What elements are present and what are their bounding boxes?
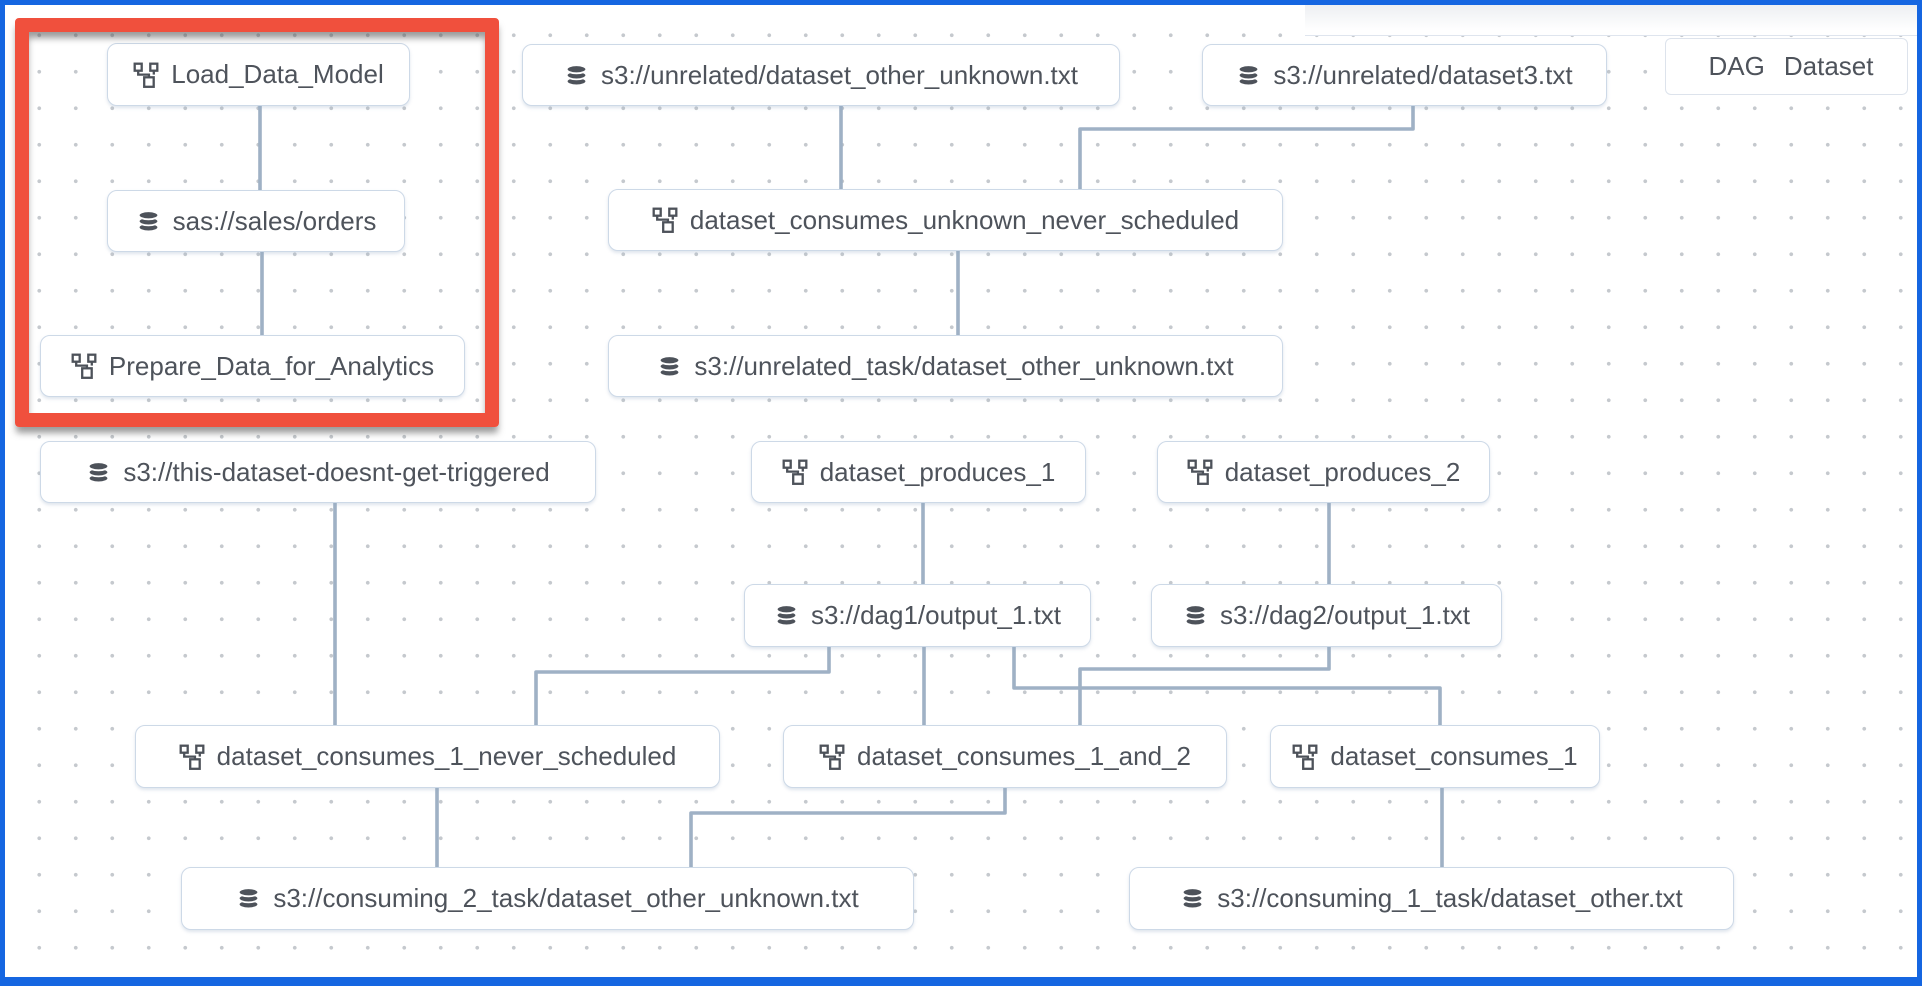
dag-icon xyxy=(1187,459,1213,485)
dataset-icon xyxy=(1180,886,1205,911)
legend-dataset-label: Dataset xyxy=(1783,51,1874,81)
node-label: dataset_consumes_1_and_2 xyxy=(857,741,1191,771)
dataset-icon xyxy=(564,63,589,88)
node-label: s3://this-dataset-doesnt-get-triggered xyxy=(123,456,550,487)
edge-dataset-consumes-1-and-2--s3-consuming-2-task-dataset-other-unknown xyxy=(689,788,1007,867)
node-s3-dag2-output-1[interactable]: s3://dag2/output_1.txt xyxy=(1151,584,1502,647)
node-label: s3://unrelated/dataset3.txt xyxy=(1273,59,1573,90)
node-load-data-model[interactable]: Load_Data_Model xyxy=(107,43,410,106)
node-sas-sales-orders[interactable]: sas://sales/orders xyxy=(107,190,405,252)
node-dataset-consumes-1[interactable]: dataset_consumes_1 xyxy=(1270,725,1600,788)
node-dataset-consumes-1-never-scheduled[interactable]: dataset_consumes_1_never_scheduled xyxy=(135,725,720,788)
node-label: dataset_produces_2 xyxy=(1224,456,1461,487)
dag-icon xyxy=(1292,744,1318,770)
node-dataset-consumes-1-and-2[interactable]: dataset_consumes_1_and_2 xyxy=(783,725,1227,788)
node-label: s3://consuming_2_task/dataset_other_unkn… xyxy=(273,883,859,913)
legend-dataset: Dataset xyxy=(1775,51,1874,82)
node-s3-consuming-1-task-dataset-other[interactable]: s3://consuming_1_task/dataset_other.txt xyxy=(1129,867,1734,930)
edge-s3-dag1-output-1--dataset-consumes-1-never-scheduled xyxy=(534,647,831,725)
node-label: sas://sales/orders xyxy=(172,205,377,236)
node-s3-unrelated-task-dataset-other-unknown[interactable]: s3://unrelated_task/dataset_other_unknow… xyxy=(608,335,1283,397)
node-label: s3://unrelated_task/dataset_other_unknow… xyxy=(694,350,1234,381)
graph-canvas[interactable]: Load_Data_Model s3://unrelated/dataset_o… xyxy=(5,5,1917,977)
legend-dag-label: DAG xyxy=(1708,51,1765,81)
dataset-icon xyxy=(136,209,161,234)
node-dataset-produces-2[interactable]: dataset_produces_2 xyxy=(1157,441,1490,503)
dag-icon xyxy=(782,459,808,485)
node-label: dataset_produces_1 xyxy=(819,456,1056,487)
node-label: s3://unrelated/dataset_other_unknown.txt xyxy=(601,59,1078,90)
node-s3-unrelated-dataset-other-unknown[interactable]: s3://unrelated/dataset_other_unknown.txt xyxy=(522,44,1120,106)
dataset-icon xyxy=(774,603,799,628)
top-shadow-band xyxy=(1305,5,1917,36)
node-prepare-data-for-analytics[interactable]: Prepare_Data_for_Analytics xyxy=(40,335,465,397)
dag-icon xyxy=(819,744,845,770)
node-label: Load_Data_Model xyxy=(171,59,384,89)
dag-icon xyxy=(71,353,97,379)
node-label: Prepare_Data_for_Analytics xyxy=(108,350,435,381)
legend-dag: DAG xyxy=(1700,51,1765,82)
edge-s3-unrelated-dataset3--dataset-consumes-unknown-never-scheduled xyxy=(1078,106,1415,189)
dataset-icon xyxy=(657,354,682,379)
node-label: dataset_consumes_1_never_scheduled xyxy=(216,741,677,771)
node-label: dataset_consumes_1 xyxy=(1330,741,1578,771)
dag-icon xyxy=(652,207,678,233)
dataset-icon xyxy=(236,886,261,911)
node-label: s3://dag1/output_1.txt xyxy=(810,600,1062,630)
node-dataset-produces-1[interactable]: dataset_produces_1 xyxy=(751,441,1086,503)
node-s3-consuming-2-task-dataset-other-unknown[interactable]: s3://consuming_2_task/dataset_other_unkn… xyxy=(181,867,914,930)
node-label: s3://dag2/output_1.txt xyxy=(1219,600,1471,630)
dag-icon xyxy=(133,62,159,88)
node-s3-unrelated-dataset3[interactable]: s3://unrelated/dataset3.txt xyxy=(1202,44,1607,106)
node-label: s3://consuming_1_task/dataset_other.txt xyxy=(1217,883,1683,913)
node-dataset-consumes-unknown-never-scheduled[interactable]: dataset_consumes_unknown_never_scheduled xyxy=(608,189,1283,251)
node-s3-this-dataset-doesnt-get-triggered[interactable]: s3://this-dataset-doesnt-get-triggered xyxy=(40,441,596,503)
dag-icon xyxy=(179,744,205,770)
dataset-icon xyxy=(1183,603,1208,628)
graph-legend: DAG Dataset xyxy=(1665,38,1908,95)
dataset-icon xyxy=(1236,63,1261,88)
node-s3-dag1-output-1[interactable]: s3://dag1/output_1.txt xyxy=(744,584,1091,647)
dataset-icon xyxy=(86,460,111,485)
edge-s3-dag2-output-1--dataset-consumes-1-and-2 xyxy=(1078,647,1331,725)
edge-s3-dag1-output-1--dataset-consumes-1 xyxy=(1012,647,1442,725)
node-label: dataset_consumes_unknown_never_scheduled xyxy=(689,204,1240,235)
